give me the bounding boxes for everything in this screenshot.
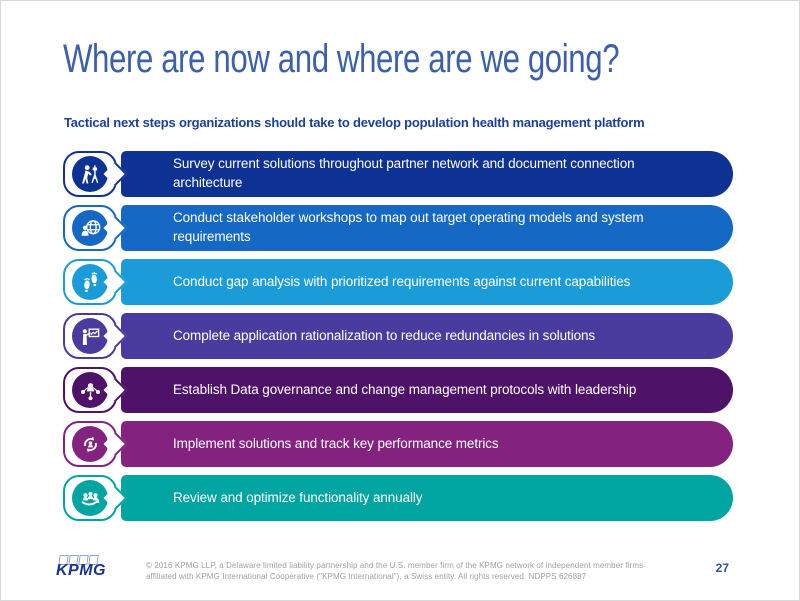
step-bar: Implement solutions and track key perfor… [121,421,733,467]
step-label: Establish Data governance and change man… [173,381,637,397]
cycle-arrows-icon [72,426,108,462]
step-bar: Review and optimize functionality annual… [121,475,733,521]
step-badge [63,313,117,359]
steps-list: Survey current solutions throughout part… [63,151,733,529]
stakeholder-globe-icon [72,210,108,246]
slide-subtitle: Tactical next steps organizations should… [64,115,645,130]
step-label: Review and optimize functionality annual… [173,489,423,505]
step-badge [63,475,117,521]
step-bar: Complete application rationalization to … [121,313,733,359]
step-label: Implement solutions and track key perfor… [173,435,499,451]
step-badge [63,421,117,467]
step-row-implement: Implement solutions and track key perfor… [63,421,733,467]
step-row-survey: Survey current solutions throughout part… [63,151,733,197]
kpmg-logo-text: KPMG [56,562,106,579]
step-badge [63,259,117,305]
step-bar: Conduct gap analysis with prioritized re… [121,259,733,305]
governance-network-icon [72,372,108,408]
step-bar: Conduct stakeholder workshops to map out… [121,205,733,251]
surveyor-icon [72,156,108,192]
page-title: Where are now and where are we going? [63,37,620,81]
step-row-review: Review and optimize functionality annual… [63,475,733,521]
presentation-chart-icon [72,318,108,354]
step-label: Conduct gap analysis with prioritized re… [173,273,631,289]
step-row-governance: Establish Data governance and change man… [63,367,733,413]
step-bar: Survey current solutions throughout part… [121,151,733,197]
step-row-gap-analysis: Conduct gap analysis with prioritized re… [63,259,733,305]
step-row-workshops: Conduct stakeholder workshops to map out… [63,205,733,251]
step-row-rationalization: Complete application rationalization to … [63,313,733,359]
step-badge [63,367,117,413]
step-badge [63,205,117,251]
step-badge [63,151,117,197]
step-label: Complete application rationalization to … [173,327,596,343]
copyright-text: © 2016 KPMG LLP, a Delaware limited liab… [146,561,644,582]
step-label: Survey current solutions throughout part… [173,156,635,190]
page-number: 27 [715,561,729,575]
footprints-icon [72,264,108,300]
step-label: Conduct stakeholder workshops to map out… [173,210,644,244]
kpmg-logo: KPMG [56,555,116,580]
team-arrow-icon [72,480,108,516]
step-bar: Establish Data governance and change man… [121,367,733,413]
